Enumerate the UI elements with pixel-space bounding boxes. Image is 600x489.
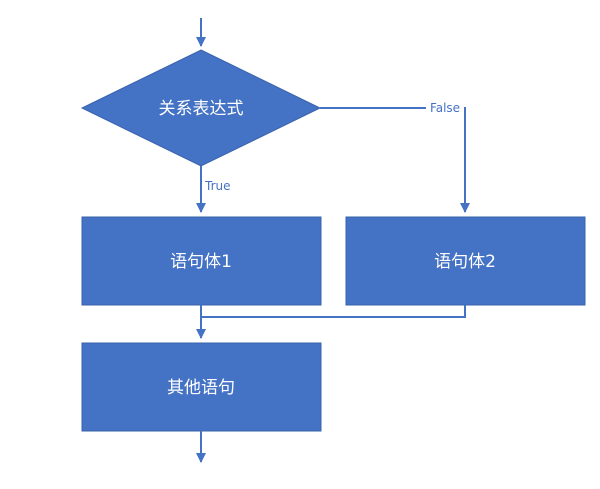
condition-node: 关系表达式 (80, 49, 322, 167)
statement-2-label: 语句体2 (434, 252, 496, 272)
other-statements-label: 其他语句 (167, 378, 235, 398)
statement-1-label: 语句体1 (170, 252, 232, 272)
statement-2-box (345, 216, 586, 306)
statement-2-merge-connector (201, 305, 466, 318)
other-statements-box (81, 342, 322, 432)
statement-1-box (81, 216, 322, 306)
true-label: True (204, 179, 231, 193)
statement-1-node: 语句体1 (81, 216, 322, 306)
statement-2-node: 语句体2 (345, 216, 586, 306)
false-branch-arrow (320, 107, 470, 213)
other-statements-node: 其他语句 (81, 342, 322, 432)
false-label-background (426, 101, 464, 115)
false-label: False (430, 101, 460, 115)
condition-label: 关系表达式 (159, 99, 244, 119)
